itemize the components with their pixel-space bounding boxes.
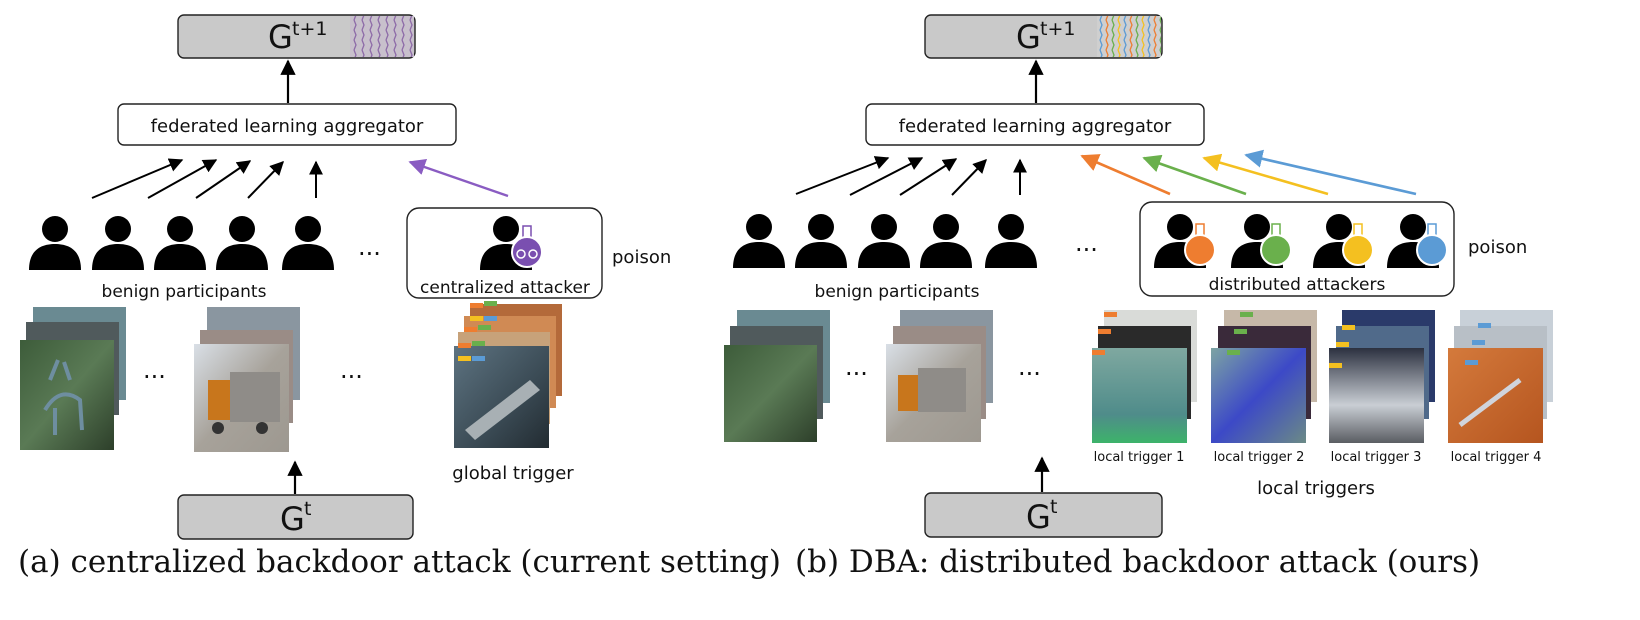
poison-flask-icon (1184, 223, 1216, 266)
person-icon (985, 214, 1037, 268)
arrow-icon (1244, 149, 1417, 196)
arrow-icon (195, 160, 252, 199)
panel-a: G t+1 federated learning aggregator ··· … (18, 14, 781, 580)
attacker-label-a: centralized attacker (420, 278, 590, 298)
ellipsis-a: ··· (340, 363, 363, 391)
image-stack-deer-b (724, 310, 830, 442)
person-icon (920, 214, 972, 268)
model-box-bottom-b: G t (924, 492, 1163, 538)
person-icon (733, 214, 785, 268)
ellipsis-b: ··· (1018, 360, 1041, 388)
arrow-icon (91, 158, 184, 199)
local-trigger-label: local trigger 2 (1214, 450, 1305, 465)
aggregator-box-b: federated learning aggregator (865, 103, 1205, 146)
arrow-icon (951, 158, 987, 196)
image-stack-truck-a (194, 307, 300, 452)
attacker-box-a: centralized attacker (406, 207, 603, 299)
poison-flask-icon (1260, 223, 1292, 266)
person-icon (795, 214, 847, 268)
image-stack-trigger-2 (1211, 310, 1317, 443)
local-trigger-label: local trigger 3 (1331, 450, 1422, 465)
arrow-icon (899, 158, 958, 196)
benign-label-a: benign participants (102, 282, 267, 302)
arrow-icon (849, 157, 924, 196)
local-trigger-label: local trigger 1 (1094, 450, 1185, 465)
aggregator-label-b: federated learning aggregator (899, 116, 1172, 137)
arrow-icon (147, 159, 218, 199)
benign-label-b: benign participants (815, 282, 980, 302)
model-top-label-b: G (1016, 18, 1041, 56)
local-triggers-label: local triggers (1257, 478, 1375, 499)
person-icon (216, 216, 268, 270)
caption-b: (b) DBA: distributed backdoor attack (ou… (795, 544, 1480, 580)
model-bottom-sup-b: t (1050, 496, 1057, 518)
person-icon (29, 216, 81, 270)
image-stack-trigger-3 (1329, 310, 1435, 443)
poison-flask-icon (1416, 223, 1448, 266)
ellipsis-a: ··· (358, 240, 381, 268)
poison-flask-icon (511, 225, 543, 268)
aggregator-label-a: federated learning aggregator (151, 116, 424, 137)
arrow-icon (247, 160, 284, 199)
model-bottom-label-b: G (1026, 498, 1051, 536)
image-stack-trigger-1 (1092, 310, 1197, 443)
person-icon (92, 216, 144, 270)
arrow-icon (1142, 154, 1247, 196)
image-stack-trigger-4 (1448, 310, 1553, 443)
image-stack-trigger-a (454, 301, 562, 448)
arrow-icon (1202, 153, 1329, 196)
ellipsis-b: ··· (845, 360, 868, 388)
attackers-box-b: distributed attackers (1139, 201, 1455, 297)
trigger-label-a: global trigger (452, 463, 574, 484)
ellipsis-b: ··· (1075, 236, 1098, 264)
local-trigger-label: local trigger 4 (1451, 450, 1542, 465)
model-top-label-a: G (268, 18, 293, 56)
person-icon (858, 214, 910, 268)
arrow-icon (1080, 154, 1171, 196)
image-stack-deer-a (20, 307, 126, 450)
panel-b: G t+1 federated learning aggregator ··· … (724, 14, 1553, 580)
model-top-sup-a: t+1 (292, 18, 327, 40)
caption-a: (a) centralized backdoor attack (current… (18, 544, 781, 580)
person-icon (282, 216, 334, 270)
model-top-sup-b: t+1 (1040, 18, 1075, 40)
model-box-top-b: G t+1 (924, 14, 1163, 59)
model-bottom-sup-a: t (304, 498, 311, 520)
arrow-icon (795, 156, 890, 195)
person-icon (154, 216, 206, 270)
poison-flask-icon (1342, 223, 1374, 266)
model-box-bottom-a: G t (177, 494, 414, 540)
model-bottom-label-a: G (280, 500, 305, 538)
attackers-label-b: distributed attackers (1209, 275, 1386, 295)
aggregator-box-a: federated learning aggregator (117, 103, 457, 146)
image-stack-truck-b (886, 310, 993, 442)
arrow-icon (408, 159, 509, 198)
poison-label-a: poison (612, 247, 671, 268)
ellipsis-a: ··· (143, 363, 166, 391)
model-box-top-a: G t+1 (177, 14, 416, 59)
poison-label-b: poison (1468, 237, 1527, 258)
